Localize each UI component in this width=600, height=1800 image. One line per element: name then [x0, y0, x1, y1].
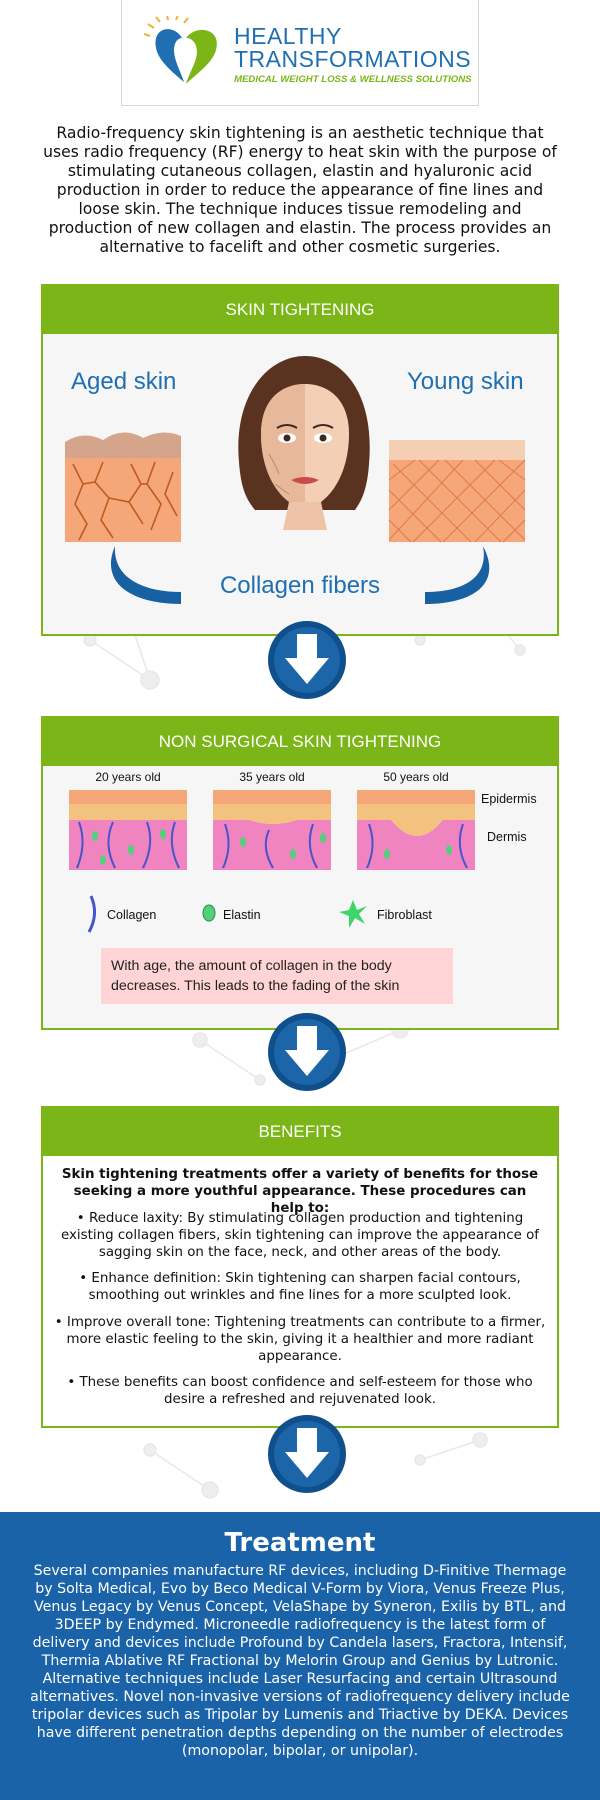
epidermis-label: Epidermis [481, 792, 537, 806]
benefit-item: • These benefits can boost confidence an… [67, 1375, 533, 1407]
aged-skin-block [65, 432, 181, 542]
down-arrow-icon [268, 1013, 346, 1091]
collagen-fibers-label: Collagen fibers [219, 572, 381, 599]
collagen-note: With age, the amount of collagen in the … [101, 948, 453, 1004]
collagen-legend-label: Collagen [107, 908, 157, 922]
panel-title: BENEFITS [43, 1108, 557, 1156]
treatment-body: Several companies manufacture RF devices… [30, 1563, 570, 1759]
young-skin-block [388, 440, 526, 543]
logo-text-healthy: HEALTHY [234, 23, 342, 49]
elastin-legend-label: Elastin [223, 908, 261, 922]
treatment-section: Treatment Several companies manufacture … [0, 1512, 600, 1800]
age-label-50: 50 years old [383, 770, 449, 784]
down-arrow-icon [268, 1415, 346, 1493]
logo-header[interactable]: HEALTHY TRANSFORMATIONS MEDICAL WEIGHT L… [121, 0, 479, 106]
fibroblast-legend-icon [339, 900, 367, 928]
skin-layer-20 [69, 790, 187, 870]
intro-paragraph: Radio-frequency skin tightening is an ae… [43, 124, 557, 256]
face-illustration [238, 356, 370, 530]
skin-layer-35 [213, 790, 331, 870]
aged-skin-label: Aged skin [71, 368, 177, 395]
age-label-20: 20 years old [95, 770, 161, 784]
down-arrow-icon [268, 621, 346, 699]
dermis-label: Dermis [487, 830, 527, 844]
logo-text-transformations: TRANSFORMATIONS [234, 46, 472, 72]
panel-title: SKIN TIGHTENING [43, 286, 557, 334]
elastin-legend-icon [202, 904, 216, 922]
benefits-intro: Skin tightening treatments offer a varie… [61, 1167, 539, 1216]
age-label-35: 35 years old [239, 770, 305, 784]
benefit-item: • Enhance definition: Skin tightening ca… [79, 1271, 521, 1303]
collagen-legend-icon [87, 895, 96, 933]
non-surgical-panel: NON SURGICAL SKIN TIGHTENING [41, 716, 559, 1030]
skin-tightening-panel: SKIN TIGHTENING [41, 284, 559, 636]
skin-comparison-illustration [65, 356, 526, 604]
fibroblast-legend-label: Fibroblast [377, 908, 432, 922]
panel-title: NON SURGICAL SKIN TIGHTENING [43, 718, 557, 766]
skin-layers-illustration [69, 790, 475, 933]
benefit-item: • Improve overall tone: Tightening treat… [54, 1315, 546, 1364]
heart-logo-icon [144, 16, 217, 84]
benefit-item: • Reduce laxity: By stimulating collagen… [60, 1211, 540, 1260]
treatment-title: Treatment [224, 1528, 376, 1558]
skin-layer-50 [357, 790, 475, 870]
benefits-panel: BENEFITS Skin tightening treatments offe… [41, 1106, 559, 1428]
logo-tagline: MEDICAL WEIGHT LOSS & WELLNESS SOLUTIONS [234, 74, 472, 85]
young-skin-label: Young skin [407, 368, 524, 395]
